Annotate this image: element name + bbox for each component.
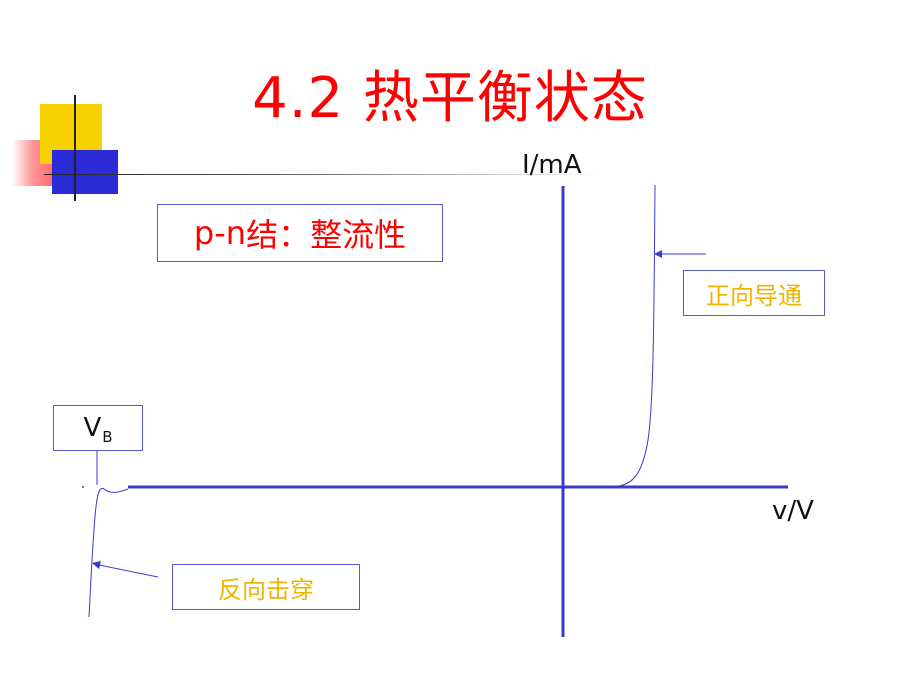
forward-conduction-label: 正向导通 [706, 281, 802, 310]
y-axis-label: I/mA [522, 150, 582, 180]
pn-suffix: 结：整流性 [246, 216, 407, 254]
reverse-breakdown-box: 反向击穿 [172, 564, 360, 610]
slide-title: 4.2 热平衡状态 [252, 66, 648, 131]
reverse-arrow-head [92, 561, 101, 569]
reverse-breakdown-label: 反向击穿 [218, 575, 314, 604]
decor-horizontal-line [44, 174, 604, 175]
reverse-curve [88, 487, 129, 618]
breakdown-dot [82, 486, 84, 488]
vb-main: V [83, 413, 102, 443]
reverse-arrow-line [93, 563, 159, 578]
decor-vertical-line [74, 95, 76, 201]
decor-blue-square [52, 150, 118, 194]
forward-curve [600, 184, 656, 488]
vb-subscript: B [102, 428, 113, 446]
forward-conduction-box: 正向导通 [683, 270, 825, 316]
pn-prefix: p-n [193, 214, 247, 252]
x-axis-label: v/V [772, 496, 814, 526]
forward-arrow-head [654, 250, 662, 258]
